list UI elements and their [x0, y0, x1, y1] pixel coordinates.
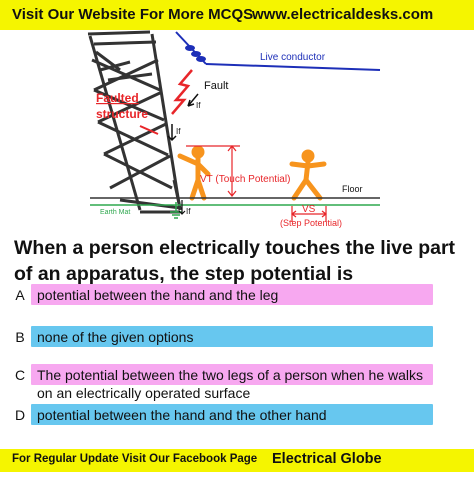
option-c-button[interactable]: [31, 364, 433, 385]
tower-structure: [87, 30, 182, 214]
option-b-button[interactable]: [31, 326, 433, 347]
option-c-text-line1: The potential between the two legs of a …: [37, 367, 424, 383]
structure-pointer-arrow-icon: [139, 125, 159, 135]
footer-banner: For Regular Update Visit Our Facebook Pa…: [0, 449, 474, 472]
option-a-button[interactable]: [31, 284, 433, 305]
fault-label: Fault: [204, 80, 228, 92]
option-d-text: potential between the hand and the other…: [37, 407, 327, 423]
question-text: When a person electrically touches the l…: [14, 237, 456, 285]
live-conductor-line: [205, 63, 381, 71]
option-d-button[interactable]: [31, 404, 433, 425]
option-a-text: potential between the hand and the leg: [37, 287, 279, 303]
step-person-icon: [289, 149, 327, 201]
step-potential-label: (Step Potential): [280, 218, 342, 228]
website-promo-text: Visit Our Website For More MCQS: [12, 6, 254, 23]
vt-dimension-line: [186, 145, 240, 197]
facebook-promo-text: For Regular Update Visit Our Facebook Pa…: [12, 453, 258, 465]
option-c-letter: C: [14, 367, 26, 383]
option-a-letter: A: [15, 287, 25, 303]
fault-diagram: Live conductor Fault If Faulted structur…: [87, 30, 381, 228]
facebook-page-name[interactable]: Electrical Globe: [272, 451, 382, 467]
ground-current-arrow-icon: [178, 200, 186, 215]
option-d-letter: D: [14, 407, 26, 423]
tower-current-label: If: [176, 127, 181, 136]
vs-label: VS: [302, 204, 316, 215]
fault-lightning-icon: [171, 69, 193, 115]
touch-person-icon: [177, 145, 211, 201]
header-banner: Visit Our Website For More MCQS www.elec…: [0, 0, 474, 30]
option-b-text: none of the given options: [37, 329, 194, 345]
fault-current-arrow-icon: [187, 93, 199, 107]
floor-label: Floor: [342, 184, 363, 194]
insulator-string: [175, 31, 207, 65]
faulted-structure-label-2: structure: [96, 107, 148, 121]
vt-label: VT (Touch Potential): [200, 174, 290, 185]
ground-current-label: If: [186, 207, 191, 216]
earth-mat-label: Earth Mat: [100, 209, 130, 216]
option-b-letter: B: [15, 329, 25, 345]
live-conductor-label: Live conductor: [260, 52, 326, 63]
tower-current-arrow-icon: [167, 124, 177, 142]
faulted-structure-label-1: Faulted: [96, 91, 139, 105]
website-url[interactable]: www.electricaldesks.com: [252, 6, 434, 23]
vs-dimension-line: [291, 206, 327, 222]
fault-current-label: If: [196, 101, 201, 110]
option-c-text-line2: on an electrically operated surface: [37, 385, 251, 401]
